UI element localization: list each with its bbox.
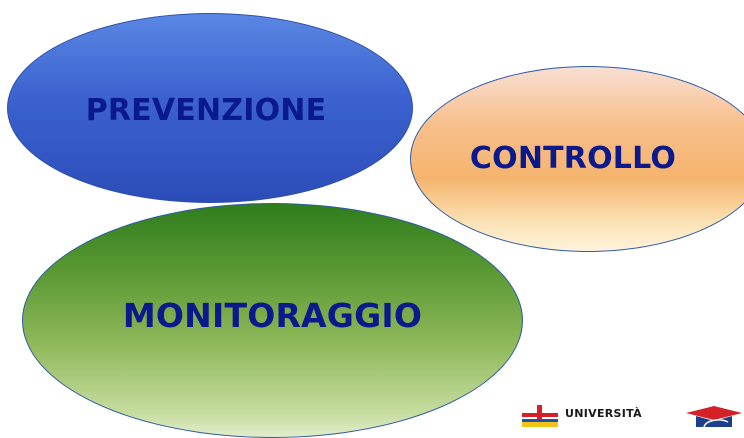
prevenzione-ellipse: PREVENZIONE — [7, 13, 413, 203]
university-logo: UNIVERSITÀ — [522, 405, 652, 427]
monitoraggio-label: MONITORAGGIO — [122, 296, 423, 335]
flag-icon — [522, 405, 558, 427]
graduation-cap-icon — [686, 406, 742, 427]
controllo-label: CONTROLLO — [469, 140, 677, 176]
monitoraggio-ellipse: MONITORAGGIO — [22, 203, 523, 438]
prevenzione-label: PREVENZIONE — [85, 92, 327, 128]
university-text: UNIVERSITÀ — [565, 407, 642, 420]
controllo-ellipse: CONTROLLO — [410, 66, 744, 252]
